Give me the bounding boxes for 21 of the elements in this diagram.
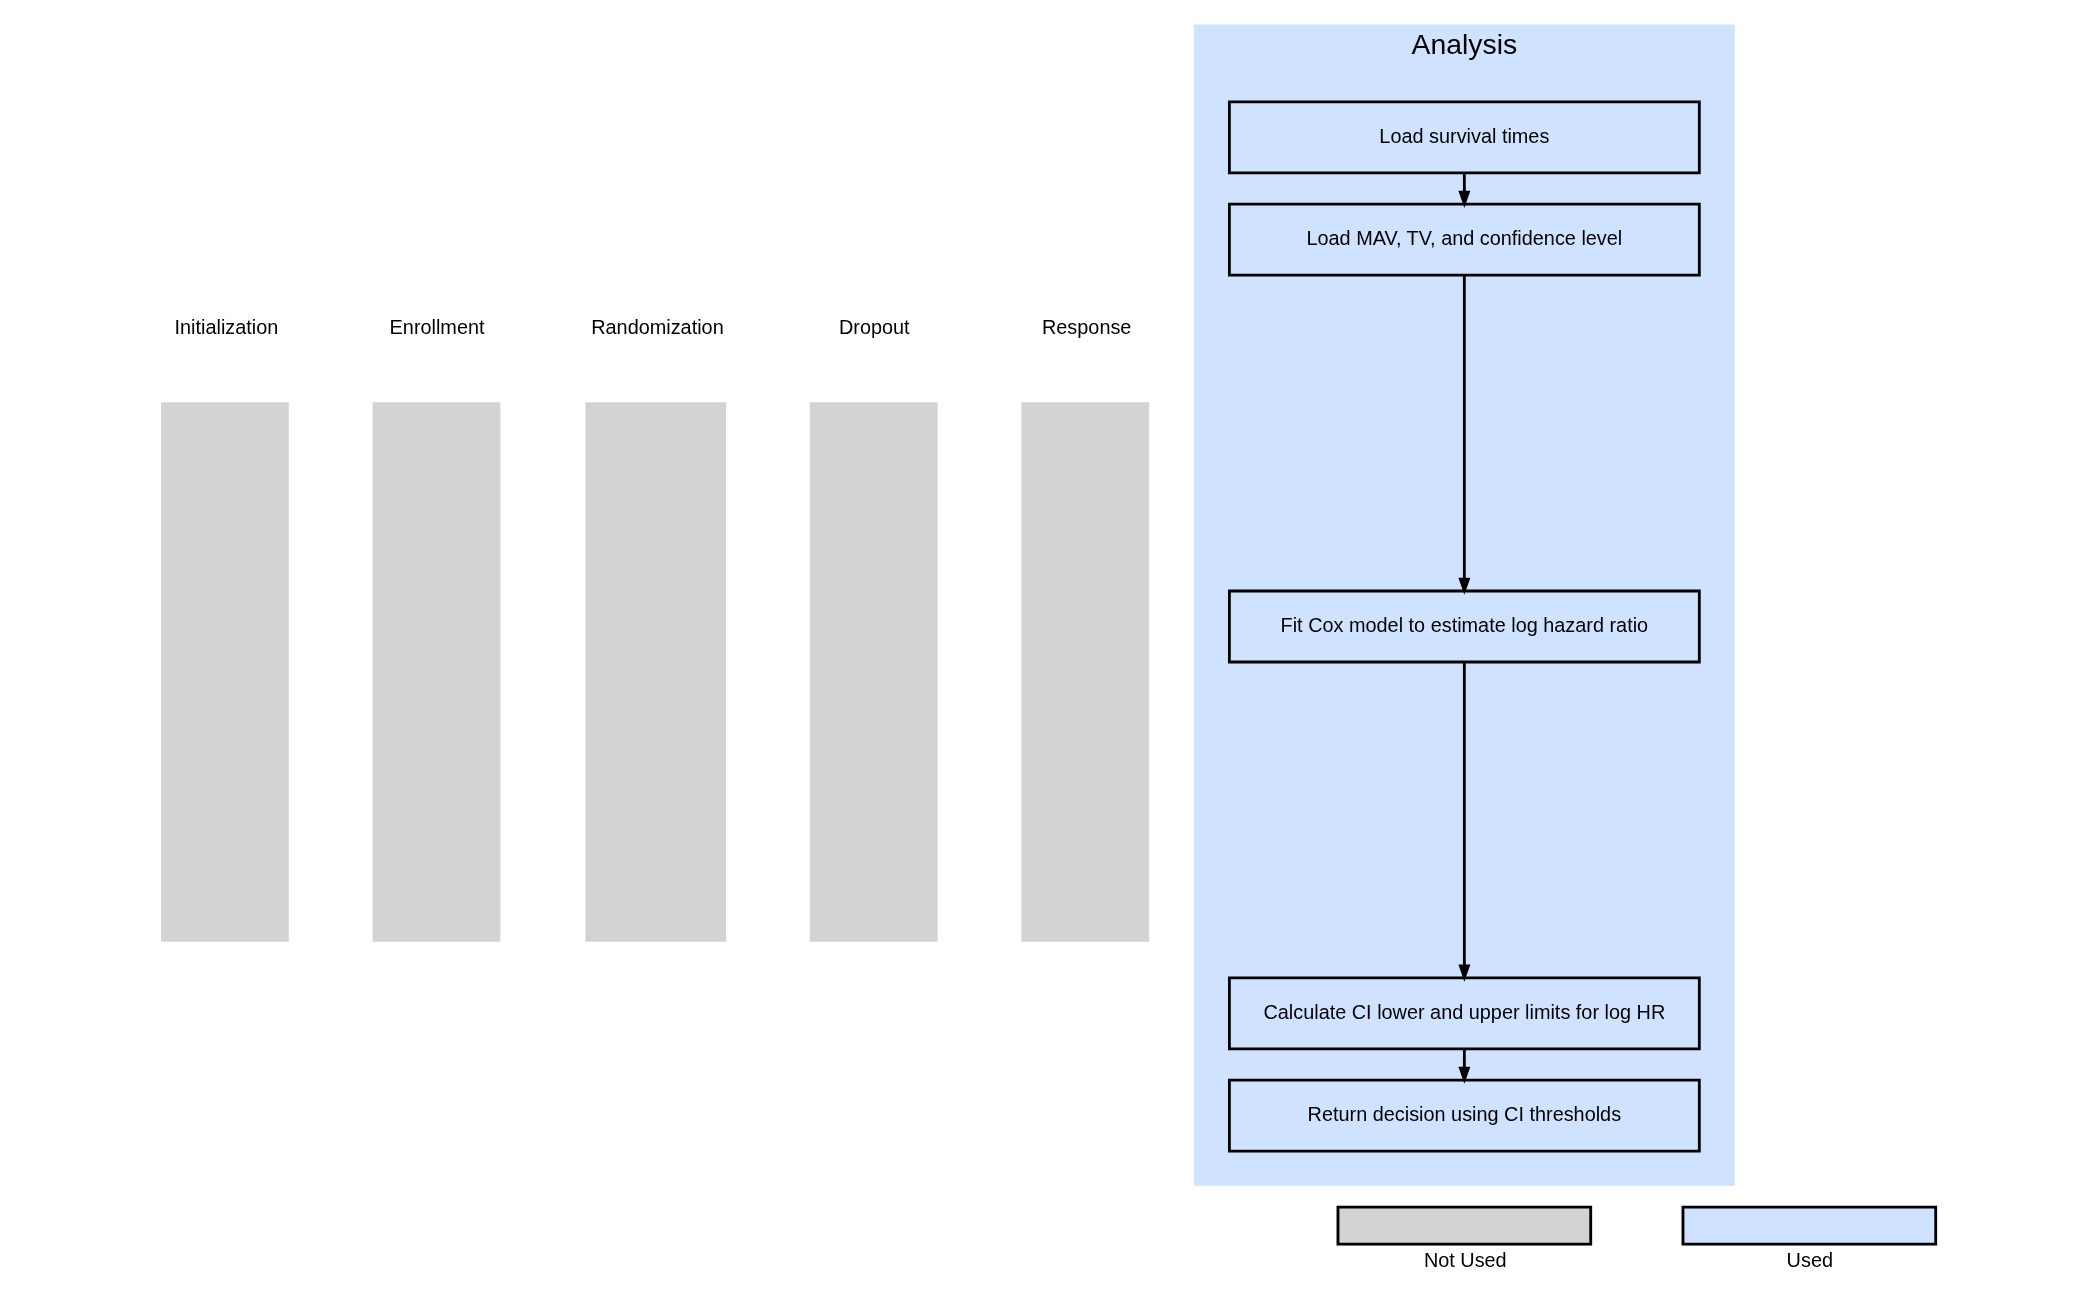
node-box [809, 402, 938, 942]
node-box [1020, 402, 1149, 942]
node-label: Enrollment [389, 316, 485, 339]
node-box: Calculate CI lower and upper limits for log HR [1227, 976, 1701, 1051]
node-box [160, 402, 289, 942]
legend-label: Not Used [1423, 1249, 1507, 1272]
arrow [1457, 275, 1470, 595]
arrow [1457, 662, 1470, 982]
node-box: Load MAV, TV, and confidence level [1227, 202, 1701, 277]
node-box: Return decision using CI thresholds [1227, 1078, 1701, 1153]
node-label: Response [1041, 316, 1131, 339]
node-box: Load survival times [1227, 100, 1701, 175]
node-box [372, 402, 500, 942]
arrow [1457, 1049, 1470, 1084]
node-box [585, 402, 726, 942]
node-label: Initialization [174, 316, 278, 339]
arrow [1457, 173, 1470, 208]
legend-label: Used [1786, 1249, 1833, 1272]
node-label: Dropout [838, 316, 910, 339]
node-box: Fit Cox model to estimate log hazard ratio [1227, 589, 1701, 664]
node-label: Randomization [590, 316, 724, 339]
